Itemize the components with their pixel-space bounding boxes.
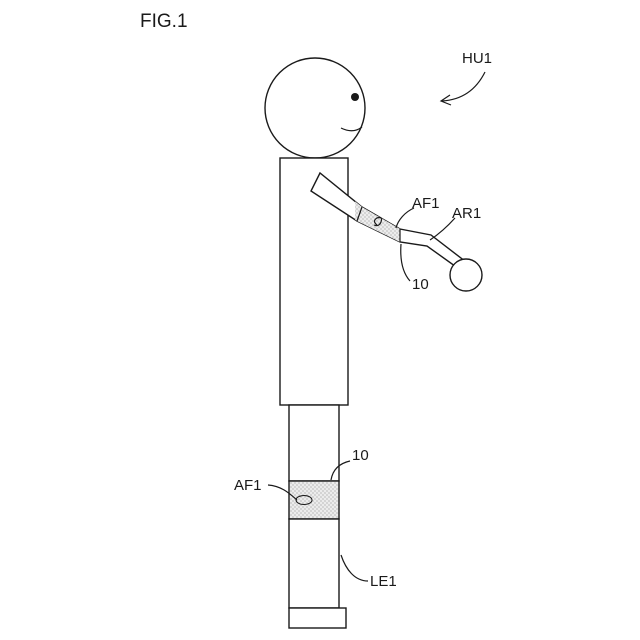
le1-leader <box>341 555 368 581</box>
label-af1-leg: AF1 <box>234 477 262 494</box>
leg-upper <box>289 405 339 481</box>
label-10-arm: 10 <box>412 276 429 293</box>
head-outline <box>265 58 365 158</box>
leg <box>289 405 346 628</box>
label-le1: LE1 <box>370 573 397 590</box>
label-ar1: AR1 <box>452 205 481 222</box>
hand <box>450 259 482 291</box>
eye <box>351 93 359 101</box>
leg-lower <box>289 519 339 608</box>
figure-title: FIG.1 <box>140 11 188 32</box>
label-af1-arm: AF1 <box>412 195 440 212</box>
arm-device-leader <box>401 244 410 281</box>
label-10-leg: 10 <box>352 447 369 464</box>
foot <box>289 608 346 628</box>
head <box>265 58 365 158</box>
label-hu1: HU1 <box>462 50 492 67</box>
